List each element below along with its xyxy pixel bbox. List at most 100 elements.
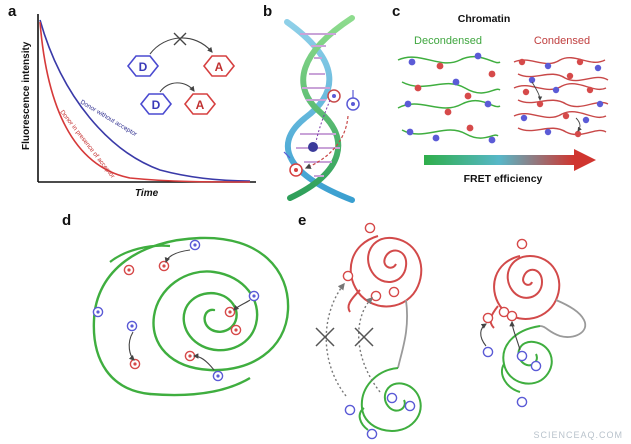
- panel-b: b: [263, 3, 360, 203]
- acceptor-marker: [488, 70, 496, 78]
- donor-without-acceptor-curve: [39, 19, 251, 182]
- chromatin-outer-loop: [109, 244, 171, 263]
- acceptor-marker: [364, 222, 376, 234]
- acceptor-dye-core: [332, 94, 336, 98]
- donor-marker: [408, 58, 416, 66]
- acceptor-letter: A: [196, 98, 205, 112]
- proximity-dashed-line: [315, 99, 331, 143]
- green-domain-right-tail: [501, 363, 521, 393]
- panel-d-arrows: [128, 249, 251, 371]
- donor-marker: [516, 350, 528, 362]
- fret-arrow-head: [574, 149, 596, 171]
- acceptor-marker-core: [188, 354, 192, 358]
- donor-marker: [432, 134, 440, 142]
- decondensed-label: Decondensed: [414, 35, 482, 47]
- panel-d: d: [62, 212, 290, 397]
- donor-marker: [386, 392, 398, 404]
- watermark: SCIENCEAQ.COM: [533, 430, 623, 440]
- acceptor-marker: [388, 286, 400, 298]
- donor-marker-core: [216, 374, 220, 378]
- condensed-label: Condensed: [534, 35, 590, 47]
- panel-e-right-arrows: [480, 320, 521, 351]
- green-domain-left: [360, 367, 422, 432]
- acceptor-marker: [464, 92, 472, 100]
- panel-d-label: d: [62, 212, 71, 229]
- curve-label-donor-without-acceptor: Donor without acceptor: [79, 99, 138, 138]
- acceptor-marker: [506, 310, 518, 322]
- dna-strand-1: [284, 19, 355, 203]
- acceptor-marker: [536, 100, 544, 108]
- panel-a: a Fluorescence intensity Time Donor with…: [8, 3, 256, 199]
- donor-marker: [484, 100, 492, 108]
- blocked-arrows: [325, 282, 381, 397]
- acceptor-dye-free-core: [294, 168, 298, 172]
- cross-mark: [173, 32, 187, 46]
- panel-b-label: b: [263, 3, 272, 20]
- acceptor-marker: [414, 84, 422, 92]
- block-crosses: [315, 327, 374, 347]
- linker-stub: [283, 151, 291, 159]
- acceptor-marker: [516, 238, 528, 250]
- red-domain-right: [493, 254, 561, 320]
- donor-marker: [452, 78, 460, 86]
- donor-dye-free-core: [351, 102, 355, 106]
- acceptor-marker: [522, 88, 530, 96]
- chromatin-title: Chromatin: [458, 13, 511, 25]
- green-domain-left-tail: [358, 407, 369, 431]
- donor-marker: [544, 62, 552, 70]
- energy-transfer-arrow: [159, 82, 195, 93]
- green-domain-right: [502, 325, 553, 385]
- acceptor-marker: [574, 130, 582, 138]
- acceptor-marker: [444, 108, 452, 116]
- donor-dye: [308, 142, 318, 152]
- donor-marker: [528, 76, 536, 84]
- red-domain-left: [349, 235, 423, 308]
- donor-marker: [404, 400, 416, 412]
- donor-marker: [404, 100, 412, 108]
- panel-a-label: a: [8, 3, 17, 20]
- donor-marker: [488, 136, 496, 144]
- red-domain-left-tail: [347, 289, 361, 313]
- chromatin-tail: [149, 376, 251, 397]
- acceptor-marker: [482, 312, 494, 324]
- donor-marker: [596, 100, 604, 108]
- acceptor-marker: [466, 124, 474, 132]
- panel-e-left-markers: [342, 222, 416, 440]
- grey-linker-right: [539, 299, 587, 338]
- donor-marker-core: [252, 294, 256, 298]
- acceptor-marker-core: [234, 328, 238, 332]
- acceptor-hexagon-bottom: A: [183, 93, 217, 115]
- dna-base-pairs: [296, 33, 340, 177]
- condensed-transfer-arrow: [531, 81, 543, 101]
- fret-dashed-arrow: [304, 115, 349, 169]
- donor-marker: [530, 360, 542, 372]
- acceptor-marker: [370, 290, 382, 302]
- panel-d-markers: [92, 239, 260, 382]
- acceptor-marker: [586, 86, 594, 94]
- acceptor-marker: [518, 58, 526, 66]
- donor-marker: [552, 86, 560, 94]
- grey-linker-left: [397, 299, 408, 369]
- donor-marker: [482, 346, 494, 358]
- acceptor-letter: A: [215, 60, 224, 74]
- decondensed-markers: [404, 52, 496, 144]
- donor-marker-core: [96, 310, 100, 314]
- donor-marker-core: [193, 243, 197, 247]
- panel-c-label: c: [392, 3, 400, 20]
- fret-efficiency-label: FRET efficiency: [464, 173, 543, 185]
- acceptor-marker: [576, 58, 584, 66]
- acceptor-hexagon-top: A: [202, 55, 236, 77]
- decondensed-chromatin: [397, 55, 501, 139]
- acceptor-marker-core: [133, 362, 137, 366]
- acceptor-marker: [562, 112, 570, 120]
- panel-e-right-markers: [482, 238, 542, 408]
- donor-marker: [344, 404, 356, 416]
- donor-marker: [366, 428, 378, 440]
- dna-strand-2: [287, 15, 355, 201]
- panel-c: c Chromatin Decondensed Condensed: [392, 3, 609, 185]
- panel-e-label: e: [298, 212, 306, 229]
- donor-marker: [544, 128, 552, 136]
- acceptor-marker: [436, 62, 444, 70]
- donor-marker: [474, 52, 482, 60]
